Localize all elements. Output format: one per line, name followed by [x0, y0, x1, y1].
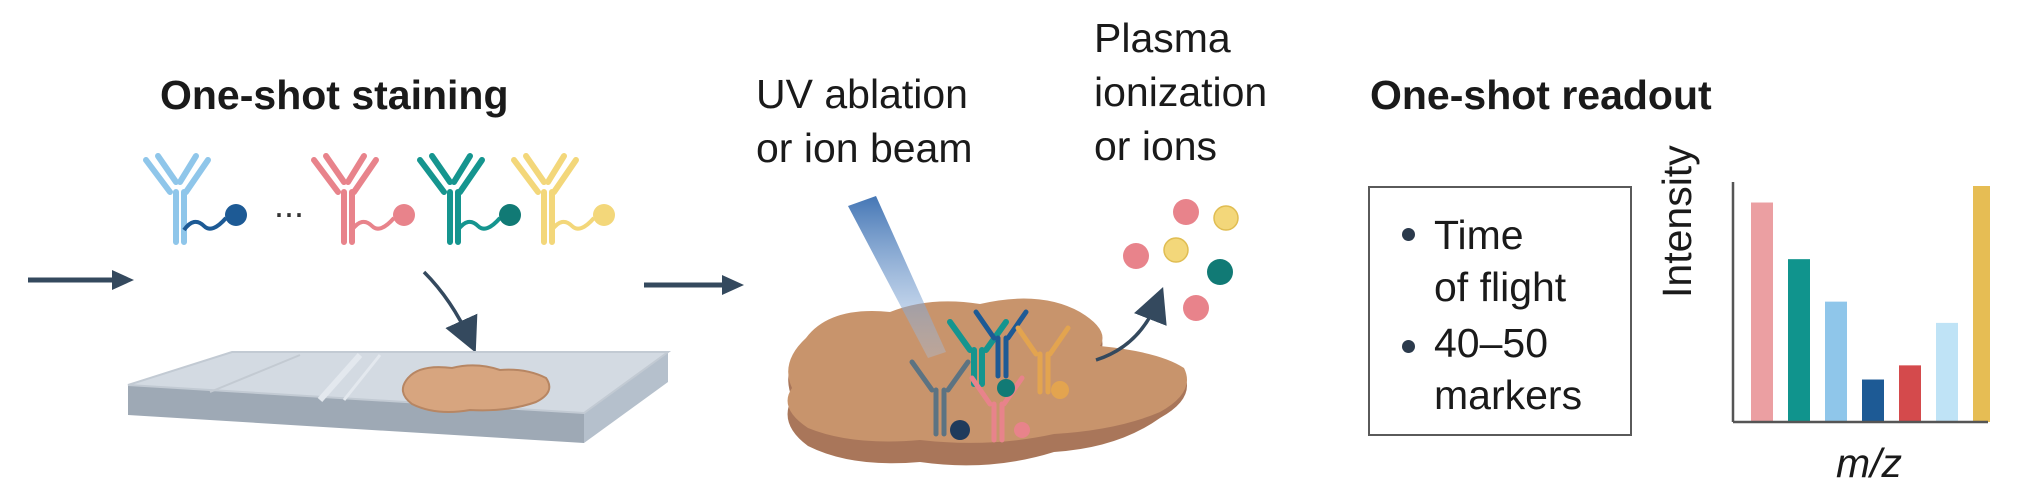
legend-item-1-line1: Time: [1434, 212, 1524, 258]
bar-7: [1973, 186, 1990, 422]
bar-1: [1751, 202, 1773, 422]
ion-label-line2: ionization: [1094, 69, 1268, 115]
bar-4: [1862, 379, 1884, 422]
ablation-beam: [848, 196, 946, 358]
antibody-yellow-icon: [511, 153, 615, 245]
bar-5: [1899, 365, 1921, 422]
chart-bars: [1751, 186, 1990, 422]
intensity-chart: [1731, 182, 1990, 424]
bar-2: [1788, 259, 1810, 422]
legend-bullet-2: [1402, 340, 1415, 353]
y-axis-label: Intensity: [1654, 145, 1700, 298]
antibody-red-icon: [311, 153, 415, 245]
antibody-teal-icon: [417, 153, 521, 245]
ion-label-line1: Plasma: [1094, 15, 1231, 61]
tissue-antibodies: [909, 309, 1071, 443]
staining-title: One-shot staining: [160, 72, 509, 118]
legend-bullet-1: [1402, 228, 1415, 241]
ion-label-line3: or ions: [1094, 123, 1218, 169]
ionization-arrow: [1095, 286, 1167, 362]
ion-particles: [1123, 199, 1239, 321]
apply-arrow: [422, 270, 478, 353]
readout-title: One-shot readout: [1370, 72, 1712, 118]
legend-item-1-line2: of flight: [1434, 264, 1567, 310]
tissue-section: [787, 298, 1187, 466]
antibody-blue-icon: [143, 153, 247, 245]
readout-legend-box: Time of flight 40–50 markers: [1368, 186, 1632, 436]
beam-label-line2: or ion beam: [756, 125, 973, 171]
x-axis-label: m/z: [1836, 440, 1903, 486]
flow-arrow-middle: [644, 275, 744, 295]
legend-item-2-line1: 40–50: [1434, 320, 1549, 366]
bar-3: [1825, 301, 1847, 422]
glass-slide: [127, 351, 672, 443]
bar-6: [1936, 322, 1958, 422]
legend-item-2-line2: markers: [1434, 372, 1583, 418]
beam-label-line1: UV ablation: [756, 71, 968, 117]
antibody-ellipsis: ...: [274, 184, 305, 225]
flow-arrow-left: [28, 270, 134, 290]
